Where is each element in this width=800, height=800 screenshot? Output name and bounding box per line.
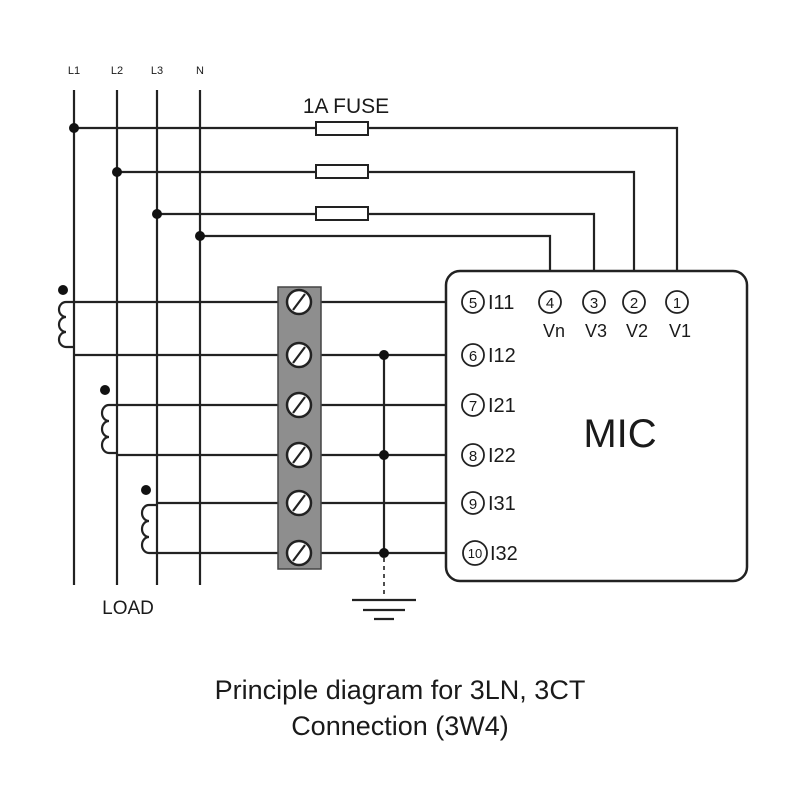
svg-text:8: 8 bbox=[469, 448, 477, 465]
line-label-n: N bbox=[196, 65, 204, 77]
current-transformer-l2 bbox=[100, 385, 117, 455]
svg-text:V2: V2 bbox=[626, 321, 648, 341]
fuse-label: 1A FUSE bbox=[303, 95, 389, 118]
svg-text:I31: I31 bbox=[488, 493, 516, 515]
svg-text:V1: V1 bbox=[669, 321, 691, 341]
svg-text:4: 4 bbox=[546, 295, 554, 312]
current-terminal: 8 I22 bbox=[461, 443, 516, 467]
junction-dot bbox=[112, 167, 122, 177]
current-transformer-l3 bbox=[140, 485, 157, 555]
svg-text:Vn: Vn bbox=[543, 321, 565, 341]
terminal-screw bbox=[285, 391, 313, 419]
line-label-l3: L3 bbox=[151, 65, 163, 77]
svg-text:2: 2 bbox=[630, 295, 638, 312]
svg-text:7: 7 bbox=[469, 398, 477, 415]
current-terminal: 6 I12 bbox=[461, 343, 516, 367]
junction-dot bbox=[379, 548, 389, 558]
svg-text:3: 3 bbox=[590, 295, 598, 312]
junction-dot bbox=[152, 209, 162, 219]
caption-line-1: Principle diagram for 3LN, 3CT bbox=[214, 675, 586, 705]
junction-dot bbox=[379, 350, 389, 360]
junction-dot bbox=[69, 123, 79, 133]
fuse-l3 bbox=[315, 206, 369, 221]
voltage-terminal: 3 V3 bbox=[582, 290, 607, 341]
line-label-l2: L2 bbox=[111, 65, 123, 77]
meter-name: MIC bbox=[583, 412, 656, 456]
svg-text:9: 9 bbox=[469, 496, 477, 513]
svg-text:6: 6 bbox=[469, 348, 477, 365]
junction-dot bbox=[195, 231, 205, 241]
current-wires bbox=[74, 300, 460, 555]
svg-text:I21: I21 bbox=[488, 395, 516, 417]
svg-text:I32: I32 bbox=[490, 543, 518, 565]
terminal-block bbox=[277, 286, 322, 570]
svg-text:I22: I22 bbox=[488, 445, 516, 467]
ground-icon bbox=[352, 558, 416, 621]
caption-line-2: Connection (3W4) bbox=[291, 711, 509, 741]
current-terminal: 5 I11 bbox=[461, 290, 514, 314]
svg-text:10: 10 bbox=[468, 546, 482, 561]
terminal-screw bbox=[285, 441, 313, 469]
svg-text:V3: V3 bbox=[585, 321, 607, 341]
voltage-terminal: 4 Vn bbox=[538, 290, 565, 341]
voltage-wire-v3 bbox=[157, 212, 596, 290]
load-label: LOAD bbox=[102, 598, 154, 619]
current-terminal: 9 I31 bbox=[461, 491, 516, 515]
terminal-screw bbox=[285, 539, 313, 567]
voltage-terminal: 1 V1 bbox=[665, 290, 691, 341]
voltage-terminal: 2 V2 bbox=[622, 290, 648, 341]
svg-text:1: 1 bbox=[673, 295, 681, 312]
diagram-caption: Principle diagram for 3LN, 3CT Connectio… bbox=[0, 672, 800, 744]
fuse-l2 bbox=[315, 164, 369, 179]
current-terminal: 7 I21 bbox=[461, 393, 516, 417]
voltage-wire-v2 bbox=[117, 170, 636, 290]
voltage-wire-v1 bbox=[74, 126, 679, 290]
junction-dot bbox=[379, 450, 389, 460]
terminal-screw bbox=[285, 341, 313, 369]
meter-box bbox=[444, 269, 749, 583]
current-terminal: 10 I32 bbox=[462, 540, 518, 566]
svg-text:5: 5 bbox=[469, 295, 477, 312]
line-label-l1: L1 bbox=[68, 65, 80, 77]
svg-text:I12: I12 bbox=[488, 345, 516, 367]
fuse-l1 bbox=[315, 121, 369, 136]
terminal-screw bbox=[285, 288, 313, 316]
current-transformer-l1 bbox=[57, 285, 74, 349]
terminal-screw bbox=[285, 489, 313, 517]
svg-text:I11: I11 bbox=[488, 292, 514, 314]
